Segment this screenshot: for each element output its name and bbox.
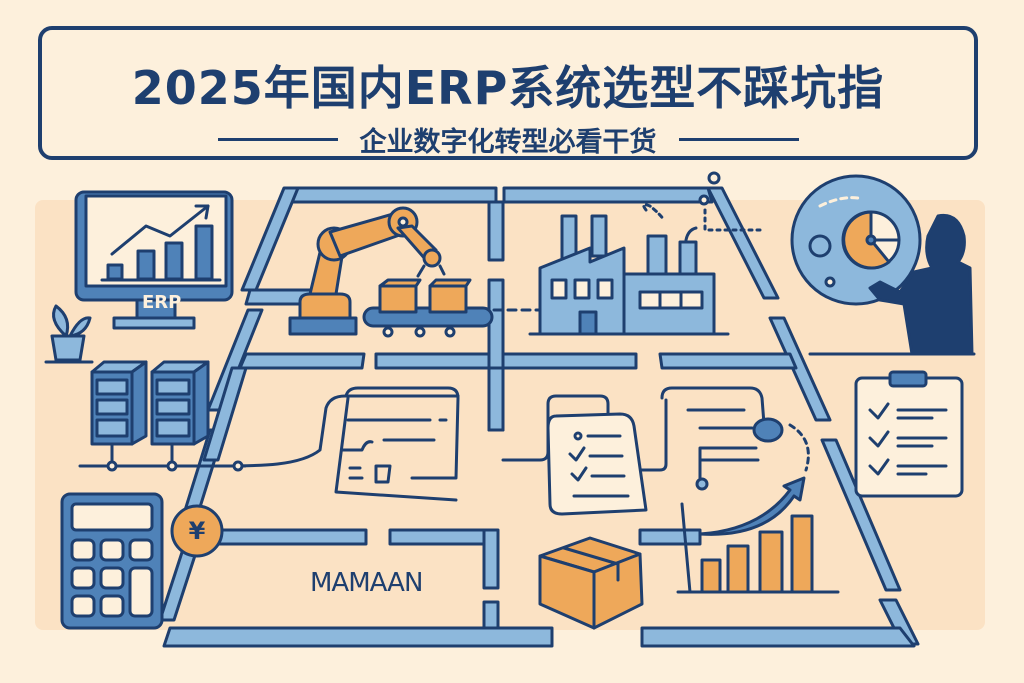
package-box-icon	[538, 536, 644, 630]
task-list-icon	[546, 412, 648, 516]
server-rack-icon	[90, 360, 244, 472]
robot-arm-icon	[288, 206, 446, 336]
calculator-icon	[60, 492, 164, 630]
document-icon	[334, 386, 460, 502]
yen-coin-icon	[170, 504, 224, 558]
page-subtitle: 企业数字化转型必看干货	[359, 127, 657, 158]
erp-monitor-icon	[74, 190, 234, 330]
subtitle-row: 企业数字化转型必看干货	[42, 120, 974, 159]
page-title: 2025年国内ERP系统选型不踩坑指	[131, 61, 885, 115]
conveyor-belt-icon	[362, 278, 494, 338]
plant-icon	[44, 304, 94, 364]
connector-lines	[78, 208, 810, 472]
maze-label: MAMAAN	[310, 568, 423, 598]
divider	[678, 138, 799, 141]
divider	[217, 138, 338, 141]
checklist-clipboard-icon	[854, 370, 964, 498]
report-document-icon	[660, 386, 784, 491]
title-banner: 2025年国内ERP系统选型不踩坑指 企业数字化转型必看干货	[38, 26, 978, 160]
monitor-label: ERP	[142, 292, 182, 313]
analyst-presentation-icon	[790, 174, 976, 356]
growth-bar-chart-icon	[676, 476, 840, 594]
yen-symbol: ¥	[188, 517, 206, 545]
maze	[158, 186, 920, 648]
factory-icon	[528, 171, 730, 336]
